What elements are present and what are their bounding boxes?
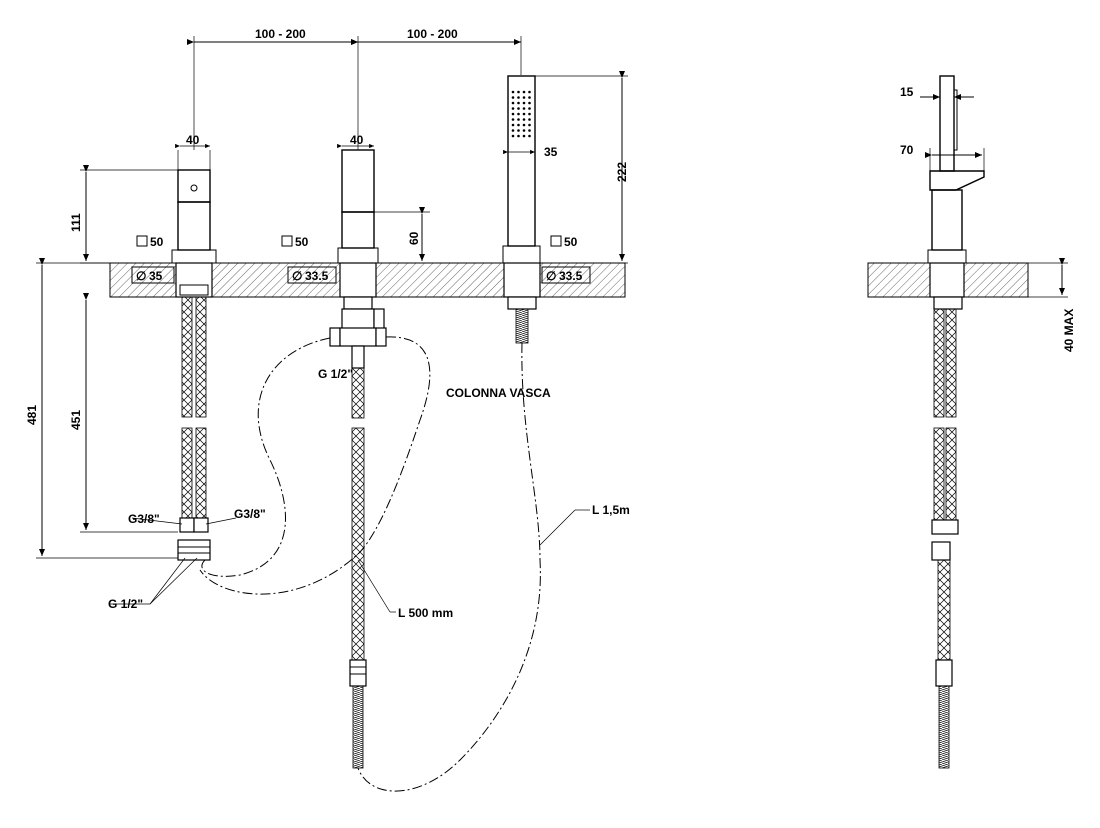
height-111-label: 111 <box>69 213 83 232</box>
nozzle-dot <box>511 90 515 94</box>
hole-right-label: 33.5 <box>559 269 583 283</box>
nozzle-dot <box>511 101 515 105</box>
nozzle-dot <box>522 90 526 94</box>
side-70-label: 70 <box>900 143 914 157</box>
hole-left-box <box>131 266 175 284</box>
nozzle-dot <box>517 96 520 99</box>
height-222-label: 222 <box>615 162 629 182</box>
diameter-symbol-center: ∅ <box>292 269 302 283</box>
thread-g12-center: G 1/2" <box>318 367 353 381</box>
hole-center-label: 33.5 <box>305 269 329 283</box>
nozzle-dot <box>528 101 531 105</box>
span-right-label: 100 - 200 <box>407 27 458 41</box>
nozzle-dot <box>528 123 531 127</box>
nozzle-dot <box>511 112 515 116</box>
hole-center-box <box>287 266 337 284</box>
square-symbol-center <box>281 235 293 247</box>
nozzle-dot <box>517 129 520 132</box>
nozzle-dot <box>517 107 520 110</box>
width-left-label: 40 <box>186 133 200 147</box>
nozzle-dot <box>522 118 526 121</box>
thread-g38-left: G3/8" <box>128 512 160 526</box>
nozzle-dot <box>511 134 515 138</box>
span-left-label: 100 - 200 <box>255 27 306 41</box>
nozzle-dot <box>511 96 515 99</box>
square-symbol-left <box>136 235 148 247</box>
thread-g12-bottom: G 1/2" <box>108 597 143 611</box>
nozzle-dot <box>517 134 520 138</box>
nozzle-dot <box>511 129 515 132</box>
height-60-label: 60 <box>407 231 421 245</box>
diameter-symbol-right: ∅ <box>546 269 556 283</box>
side-view <box>867 75 1068 769</box>
colonna-vasca-label: COLONNA VASCA <box>446 386 551 400</box>
flexible-hoses <box>199 336 590 792</box>
nozzle-dot <box>511 107 515 110</box>
depth-481-label: 481 <box>25 405 39 425</box>
width-handshower-label: 35 <box>544 145 558 159</box>
center-mixer <box>329 143 430 769</box>
nozzle-dot <box>528 90 531 94</box>
hand-shower <box>502 71 628 344</box>
hole-right-box <box>541 266 591 284</box>
nozzle-dot <box>522 107 526 110</box>
left-spout <box>36 143 237 605</box>
nozzle-dot <box>522 101 526 105</box>
diameter-symbol-left: ∅ <box>136 269 146 283</box>
nozzle-dot <box>522 123 526 127</box>
width-center-label: 40 <box>350 133 364 147</box>
nozzle-dot <box>522 129 526 132</box>
deck-max-label: 40 MAX <box>1062 309 1076 352</box>
nozzle-dot <box>528 112 531 116</box>
nozzle-dot <box>528 129 531 132</box>
nozzle-dot <box>528 96 531 99</box>
nozzle-dot <box>517 118 520 121</box>
nozzle-dot <box>517 112 520 116</box>
square-symbol-right <box>550 235 562 247</box>
nozzle-dot <box>517 123 520 127</box>
span-dimensions <box>187 36 522 150</box>
nozzle-dot <box>517 101 520 105</box>
hose-length-label: L 1,5m <box>592 503 630 517</box>
square-right-label: 50 <box>564 235 578 249</box>
nozzle-dot <box>528 118 531 121</box>
nozzle-dot <box>522 134 526 138</box>
hole-left-label: 35 <box>149 269 163 283</box>
pipe-length-label: L 500 mm <box>398 606 453 620</box>
square-left-label: 50 <box>150 235 164 249</box>
square-center-label: 50 <box>295 235 309 249</box>
nozzle-dot <box>511 118 515 121</box>
nozzle-dot <box>522 112 526 116</box>
depth-451-label: 451 <box>69 410 83 430</box>
nozzle-dot <box>522 96 526 99</box>
side-15-label: 15 <box>900 85 914 99</box>
thread-g38-right: G3/8" <box>234 507 266 521</box>
nozzle-dot <box>517 90 520 94</box>
nozzle-dot <box>528 134 531 138</box>
nozzle-dot <box>511 123 515 127</box>
nozzle-dot <box>528 107 531 110</box>
